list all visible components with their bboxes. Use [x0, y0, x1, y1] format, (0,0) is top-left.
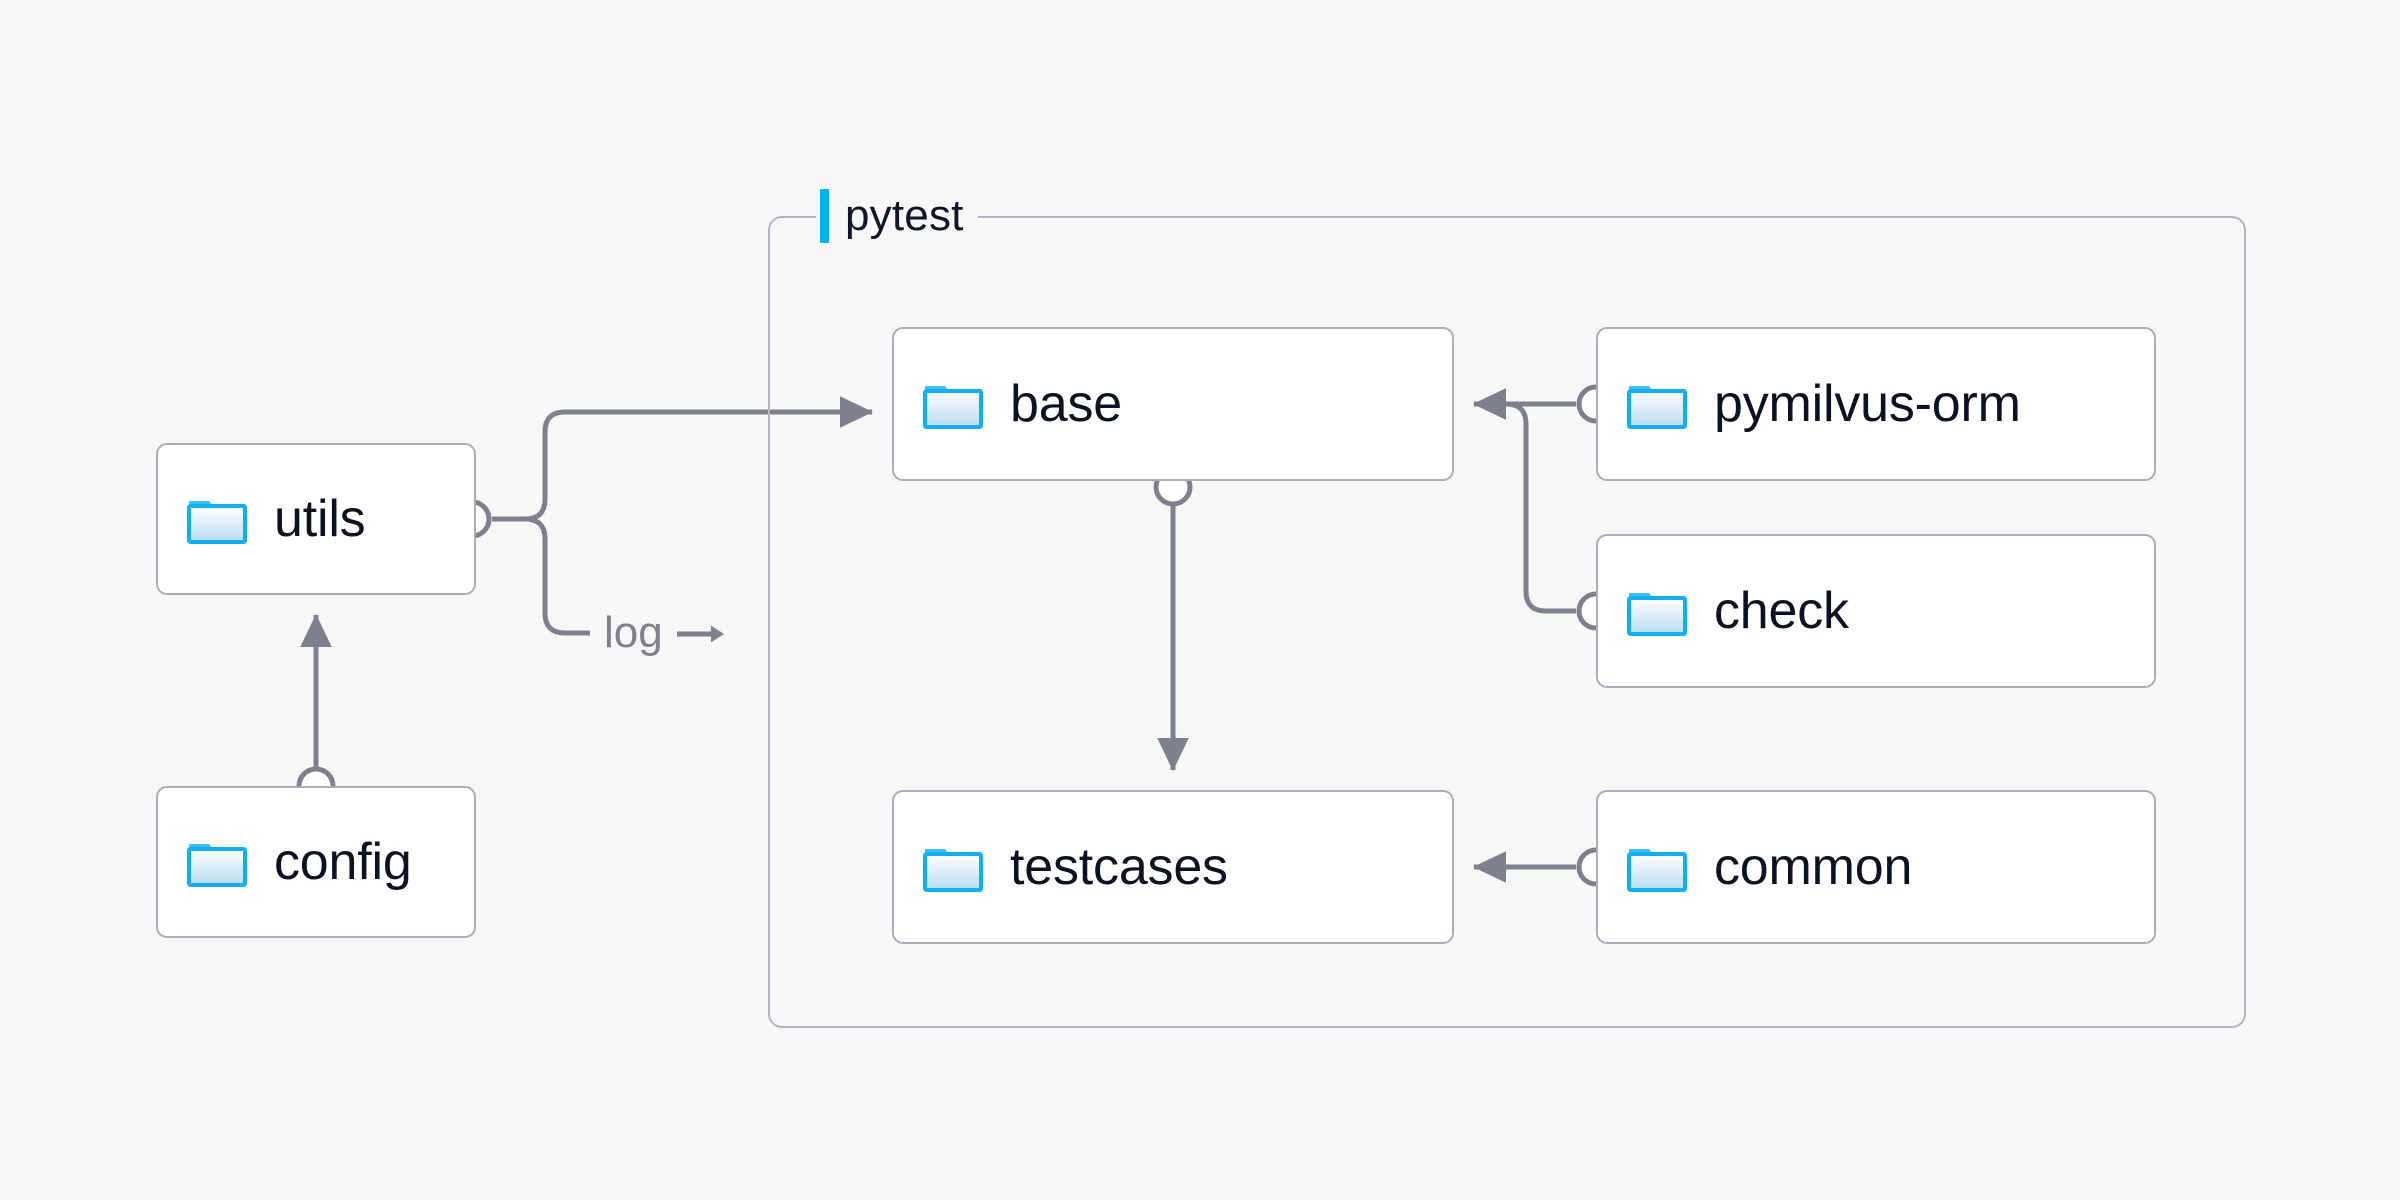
edge-label-log: log — [604, 611, 725, 655]
folder-icon — [922, 840, 984, 894]
arrow-right-icon — [676, 611, 725, 655]
node-label: config — [274, 833, 412, 891]
edge-utils-to-log — [492, 516, 590, 636]
accent-bar-icon — [820, 189, 829, 243]
folder-icon — [186, 492, 248, 546]
node-testcases[interactable]: testcases — [892, 790, 1454, 944]
pytest-group-label: pytest — [845, 191, 964, 240]
pytest-group-label-wrap: pytest — [816, 189, 978, 243]
node-label: common — [1714, 838, 1913, 896]
node-label: utils — [274, 490, 366, 548]
edge-label-log-text: log — [604, 608, 663, 657]
folder-icon — [1626, 377, 1688, 431]
node-base[interactable]: base — [892, 327, 1454, 481]
folder-icon — [1626, 840, 1688, 894]
folder-icon — [922, 377, 984, 431]
node-label: pymilvus-orm — [1714, 375, 2021, 433]
node-config[interactable]: config — [156, 786, 476, 938]
node-label: base — [1010, 375, 1122, 433]
node-label: check — [1714, 582, 1849, 640]
node-check[interactable]: check — [1596, 534, 2156, 688]
folder-icon — [1626, 584, 1688, 638]
folder-icon — [186, 835, 248, 889]
node-utils[interactable]: utils — [156, 443, 476, 595]
pytest-group-box[interactable] — [768, 216, 2246, 1028]
node-common[interactable]: common — [1596, 790, 2156, 944]
node-label: testcases — [1010, 838, 1228, 896]
node-pymilvus-orm[interactable]: pymilvus-orm — [1596, 327, 2156, 481]
